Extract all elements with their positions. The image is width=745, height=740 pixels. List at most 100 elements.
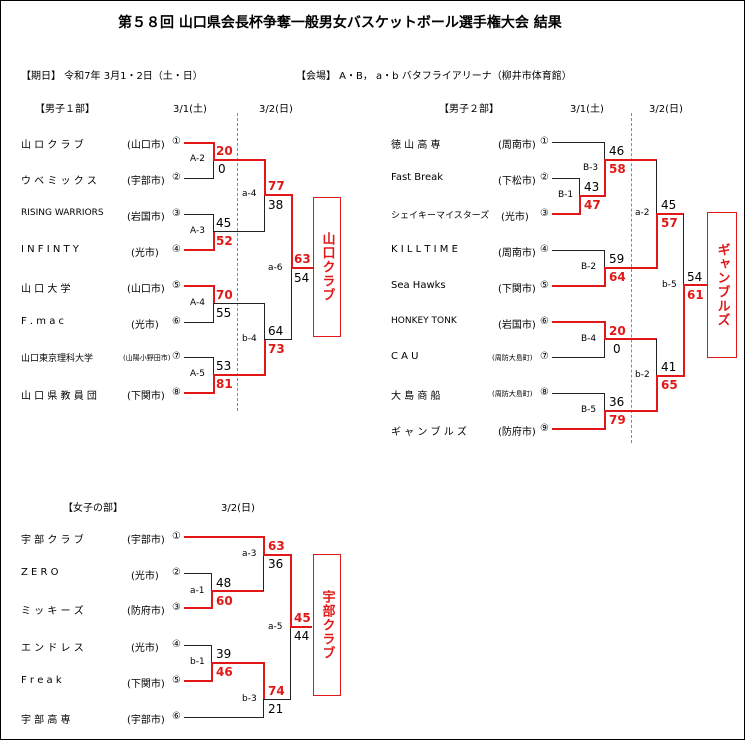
men2-line — [604, 321, 606, 339]
women-line — [184, 717, 264, 718]
men1-score: 73 — [268, 342, 285, 356]
men1-line — [184, 214, 214, 215]
men2-line — [552, 250, 605, 251]
event-date: 【期日】 令和7年 3月1・2日（土・日） — [21, 71, 203, 82]
men2-line — [656, 339, 657, 375]
men2-team-1-city: (周南市) — [498, 140, 536, 151]
men2-line — [552, 213, 580, 215]
men2-team-8-num: ⑧ — [540, 387, 549, 398]
men1-team-5: 山 口 大 学 — [21, 284, 71, 295]
men2-game-label: B-3 — [583, 163, 599, 173]
men2-score: 64 — [609, 270, 626, 284]
men1-line — [213, 214, 214, 231]
men1-line — [213, 285, 215, 303]
men1-score: 55 — [216, 306, 232, 320]
men2-line — [552, 178, 580, 179]
men1-score: 52 — [216, 234, 233, 248]
women-score: 45 — [294, 611, 311, 625]
men2-team-6-num: ⑥ — [540, 316, 549, 327]
men2-team-9-num: ⑨ — [540, 423, 549, 434]
women-team-2: Z E R O — [21, 567, 59, 578]
men2-team-7-city: (周防大島町) — [492, 354, 533, 362]
men1-line — [213, 374, 215, 394]
women-line — [184, 573, 212, 574]
men1-day1: 3/1(土) — [173, 104, 207, 115]
women-game-label: b-1 — [190, 657, 205, 667]
men1-line — [264, 195, 265, 232]
women-team-1-num: ① — [172, 531, 181, 542]
men2-team-3-num: ③ — [540, 208, 549, 219]
men1-line — [213, 159, 265, 161]
men2-team-8-city: (周防大島町) — [492, 390, 533, 398]
men1-score: 45 — [216, 216, 232, 230]
women-champion: 宇部クラブ — [319, 590, 335, 660]
women-team-3-num: ③ — [172, 602, 181, 613]
men1-score: 81 — [216, 377, 233, 391]
men1-line — [264, 339, 266, 376]
women-team-4: エ ン ド レ ス — [21, 643, 84, 654]
men2-line — [656, 213, 684, 215]
men1-line — [264, 303, 265, 340]
women-score: 74 — [268, 684, 285, 698]
men1-team-1: 山 ロ ク ラ ブ — [21, 140, 84, 151]
men2-score: 57 — [661, 216, 678, 230]
men2-champion: ギャンブルズ — [714, 243, 730, 327]
men2-line — [683, 284, 707, 286]
men2-team-3-city: (光市) — [501, 212, 529, 223]
men1-score: 64 — [268, 324, 284, 338]
men1-line — [291, 267, 313, 269]
men2-game-label: b-2 — [635, 370, 650, 380]
men1-game-label: b-4 — [242, 334, 257, 344]
men1-team-7-num: ⑦ — [172, 351, 181, 362]
men2-team-5: Sea Hawks — [391, 280, 446, 291]
men1-team-2: ウ ベ ミ ッ ク ス — [21, 176, 97, 187]
men2-line — [604, 338, 657, 340]
men1-team-2-city: (宇部市) — [127, 176, 165, 187]
men2-score: 36 — [609, 395, 625, 409]
women-line — [184, 536, 265, 538]
men2-score: 79 — [609, 413, 626, 427]
women-day2: 3/2(日) — [221, 503, 255, 514]
women-score: 60 — [216, 594, 233, 608]
men2-team-5-city: (下関市) — [498, 284, 536, 295]
men1-line — [264, 159, 266, 195]
women-line — [263, 554, 291, 556]
men2-line — [604, 250, 605, 267]
men1-line — [213, 231, 265, 232]
men2-game-label: a-2 — [635, 208, 650, 218]
men1-team-7-city: (山陽小野田市) — [123, 354, 171, 362]
women-team-3: ミ ッ キ ー ズ — [21, 606, 84, 617]
women-score: 21 — [268, 702, 284, 716]
men1-line — [184, 285, 214, 287]
women-champion-box: 宇部クラブ — [313, 554, 341, 696]
men1-team-8-num: ⑧ — [172, 387, 181, 398]
men2-line — [656, 213, 658, 269]
women-team-3-city: (防府市) — [127, 606, 165, 617]
men1-score: 77 — [268, 179, 285, 193]
women-team-6-city: (宇部市) — [127, 715, 165, 726]
men2-team-9: ギ ャ ン ブ ル ズ — [391, 427, 467, 438]
women-team-4-city: (光市) — [131, 643, 159, 654]
men2-score: 59 — [609, 252, 625, 266]
women-header: 【女子の部】 — [63, 503, 123, 514]
women-line — [263, 699, 291, 700]
men2-line — [552, 357, 605, 358]
men1-champion: 山口クラブ — [319, 232, 335, 302]
men1-day-divider — [237, 113, 238, 411]
men2-line — [656, 160, 657, 213]
men2-game-label: B-1 — [558, 190, 574, 200]
men1-score: 54 — [294, 271, 310, 285]
men1-team-6-city: (光市) — [131, 320, 159, 331]
women-team-1-city: (宇部市) — [127, 535, 165, 546]
men1-team-3: RISING WARRIORS — [21, 208, 104, 218]
women-team-2-num: ② — [172, 567, 181, 578]
men2-team-1-num: ① — [540, 136, 549, 147]
women-line — [211, 590, 264, 592]
men1-line — [184, 178, 214, 179]
men1-team-8: 山 口 県 教 員 団 — [21, 391, 97, 402]
women-game-label: a-3 — [242, 549, 257, 559]
men1-game-label: A-2 — [190, 154, 205, 164]
women-line — [263, 699, 264, 718]
women-line — [184, 680, 212, 682]
